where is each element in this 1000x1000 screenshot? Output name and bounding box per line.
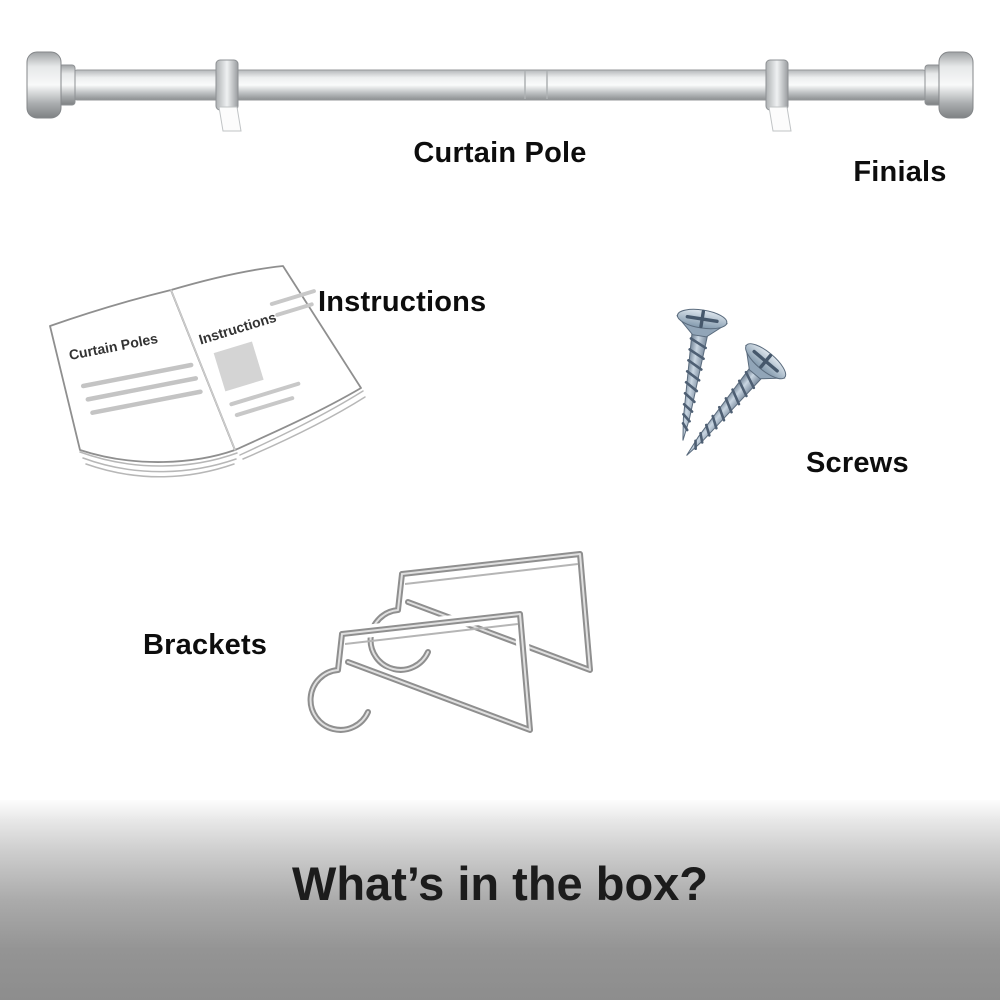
bottom-banner: What’s in the box? <box>0 800 1000 1000</box>
curtain-pole-label: Curtain Pole <box>413 137 587 169</box>
banner-title: What’s in the box? <box>291 857 709 910</box>
instructions-label: Instructions <box>318 286 487 318</box>
brackets-label: Brackets <box>143 629 268 661</box>
pole-rod <box>72 69 928 101</box>
booklet-right-page-image-placeholder <box>213 341 264 392</box>
pole-clip-right <box>765 59 789 111</box>
booklet-right-page-bottom-lines <box>229 381 301 418</box>
pole-clip-left-tab <box>218 106 242 132</box>
instruction-booklet-illustration: Curtain Poles Instructions <box>49 265 366 478</box>
booklet-right-page <box>170 265 362 451</box>
bracket-hook-highlight <box>309 633 369 731</box>
finials-label: Finials <box>853 156 947 188</box>
bracket-hook-highlight <box>369 573 429 671</box>
screw-2 <box>686 343 787 456</box>
curtain-pole-illustration <box>26 51 974 132</box>
finial-right <box>938 51 974 119</box>
booklet-spine-fold <box>170 289 236 451</box>
pole-seam-lines <box>524 71 548 99</box>
pole-clip-left <box>215 59 239 111</box>
booklet-right-page-top-lines <box>269 289 316 317</box>
screw-1 <box>676 308 729 441</box>
bracket-frame-highlight <box>341 613 531 731</box>
brackets-illustration <box>304 551 593 737</box>
pole-clip-right-tab <box>768 106 792 132</box>
bracket-rail-line <box>344 623 519 645</box>
screws-illustration <box>676 308 787 456</box>
bracket-front <box>304 607 537 737</box>
bracket-rear <box>367 551 593 673</box>
bracket-frame-highlight <box>401 553 591 671</box>
finial-left <box>26 51 62 119</box>
booklet-left-page-text-lines <box>80 362 203 415</box>
screw-threads <box>694 370 756 451</box>
screw-threads <box>681 337 707 432</box>
bracket-rail-line <box>404 563 579 585</box>
booklet-page-stack-left <box>79 451 238 478</box>
screw-phillips-cross <box>685 309 719 329</box>
screws-label: Screws <box>806 447 909 479</box>
screw-phillips-cross <box>752 349 779 373</box>
booklet-page-stack-right <box>239 390 366 460</box>
